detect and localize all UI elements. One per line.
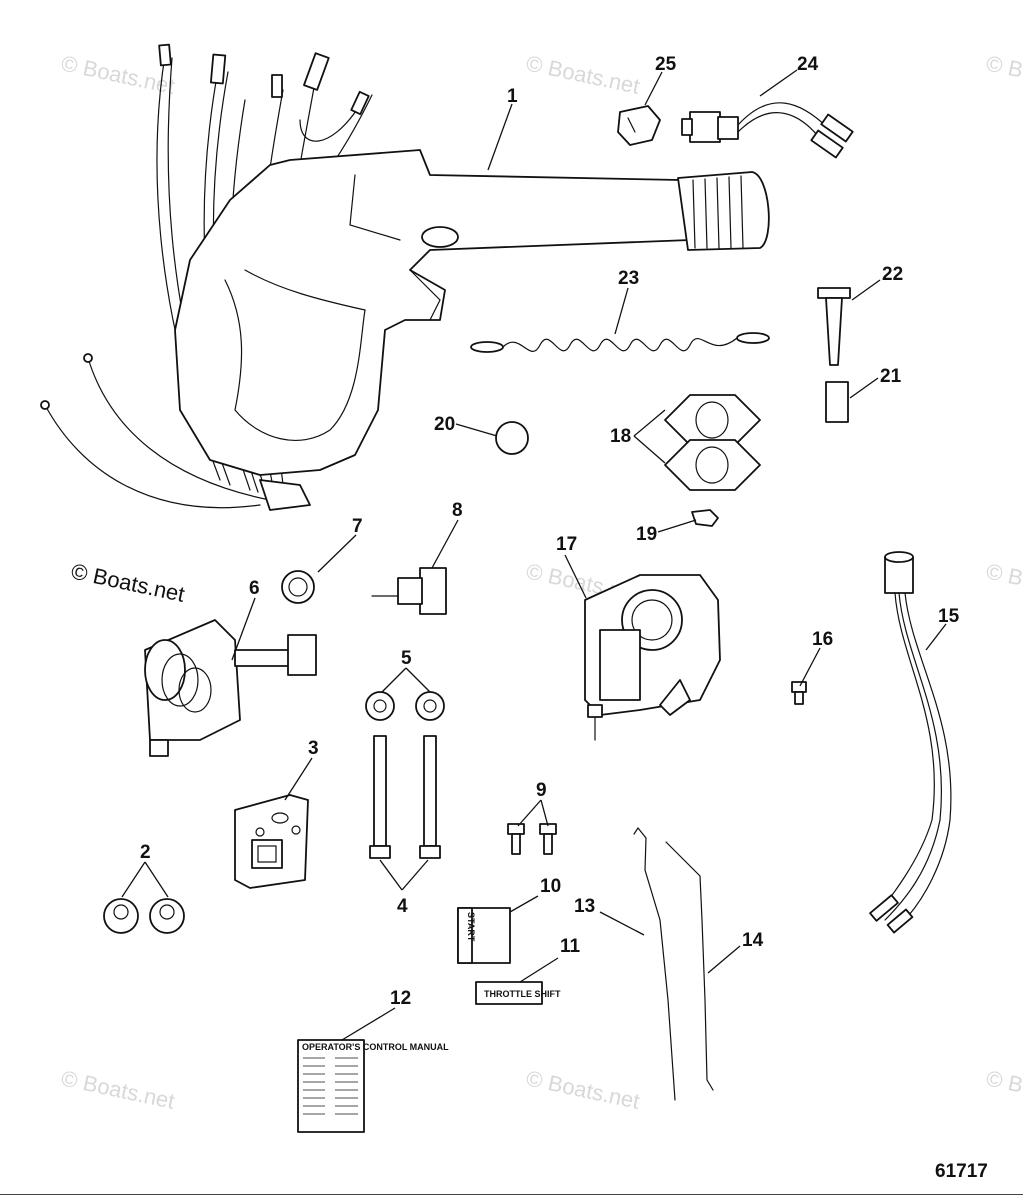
clip-part-25 <box>617 105 661 146</box>
switch-plate-part-3 <box>234 794 309 889</box>
callout-16: 16 <box>812 629 833 650</box>
throttle-shift-decal-text: THROTTLE SHIFT <box>484 989 561 999</box>
callout-2: 2 <box>140 842 151 863</box>
operating-card-part-12: OPERATOR'S CONTROL MANUAL <box>297 1039 449 1133</box>
callout-17: 17 <box>556 534 577 555</box>
watermark: © Boats.net <box>984 558 1023 606</box>
gaskets-part-18 <box>664 394 761 491</box>
screws-part-9 <box>507 823 557 855</box>
watermark: © Boats.net <box>59 50 177 98</box>
callout-13: 13 <box>574 896 595 917</box>
callout-6: 6 <box>249 578 260 599</box>
connector-part-8 <box>371 567 447 615</box>
caps-part-2 <box>103 898 185 934</box>
callout-15: 15 <box>938 606 960 627</box>
wire-harness-part-15 <box>869 551 952 934</box>
callout-24: 24 <box>797 54 819 75</box>
throttle-shift-decal-part-11: THROTTLE SHIFT <box>475 981 561 1005</box>
pin-part-22 <box>817 287 851 366</box>
callout-10: 10 <box>540 876 561 897</box>
clip-part-19 <box>691 509 719 527</box>
leader-lines <box>121 69 947 1041</box>
watermark: © Boats.net <box>524 50 642 98</box>
callout-5: 5 <box>401 648 412 669</box>
watermark: © Boats.net <box>524 1065 642 1113</box>
callout-14: 14 <box>742 930 764 951</box>
callout-11: 11 <box>560 936 581 957</box>
o-ring-part-7 <box>281 570 315 604</box>
callout-25: 25 <box>655 54 677 75</box>
washers-part-5 <box>365 691 445 721</box>
sleeve-part-21 <box>825 381 849 423</box>
watermark: © Boats.net <box>59 1065 177 1113</box>
callout-4: 4 <box>397 896 408 917</box>
link-rod-part-13 <box>633 827 676 1101</box>
callout-22: 22 <box>882 264 903 285</box>
kill-switch-part-24 <box>681 102 854 159</box>
diagram-number: 61717 <box>935 1161 988 1182</box>
fitting-part-16 <box>791 681 807 705</box>
callout-12: 12 <box>390 988 411 1009</box>
callout-9: 9 <box>536 780 547 801</box>
bolts-part-4 <box>369 735 441 859</box>
callout-20: 20 <box>434 414 455 435</box>
watermark: © Boats.net <box>984 1065 1023 1113</box>
carburetor-part-17 <box>584 574 721 741</box>
switch-assembly-part-6 <box>144 619 317 757</box>
start-decal-text: START <box>466 912 476 942</box>
knob-part-20 <box>495 421 529 455</box>
callout-3: 3 <box>308 738 319 759</box>
callout-8: 8 <box>452 500 463 521</box>
callout-18: 18 <box>610 426 631 447</box>
tiller-handle-part-1 <box>40 43 770 511</box>
lanyard-part-23 <box>470 332 770 353</box>
operating-card-title: OPERATOR'S CONTROL MANUAL <box>302 1042 449 1052</box>
callout-7: 7 <box>352 516 363 537</box>
callout-19: 19 <box>636 524 657 545</box>
watermark: © Boats.net <box>984 50 1023 98</box>
callout-labels: 1 2 3 4 5 6 7 8 9 10 11 12 13 14 15 16 1… <box>140 54 960 1009</box>
callout-21: 21 <box>880 366 902 387</box>
callout-1: 1 <box>507 86 518 107</box>
start-decal-part-10: START <box>457 907 511 964</box>
bottom-border <box>0 1194 1023 1195</box>
watermark-main: © Boats.net <box>69 558 187 606</box>
callout-23: 23 <box>618 268 639 289</box>
link-rod-part-14 <box>665 841 714 1091</box>
